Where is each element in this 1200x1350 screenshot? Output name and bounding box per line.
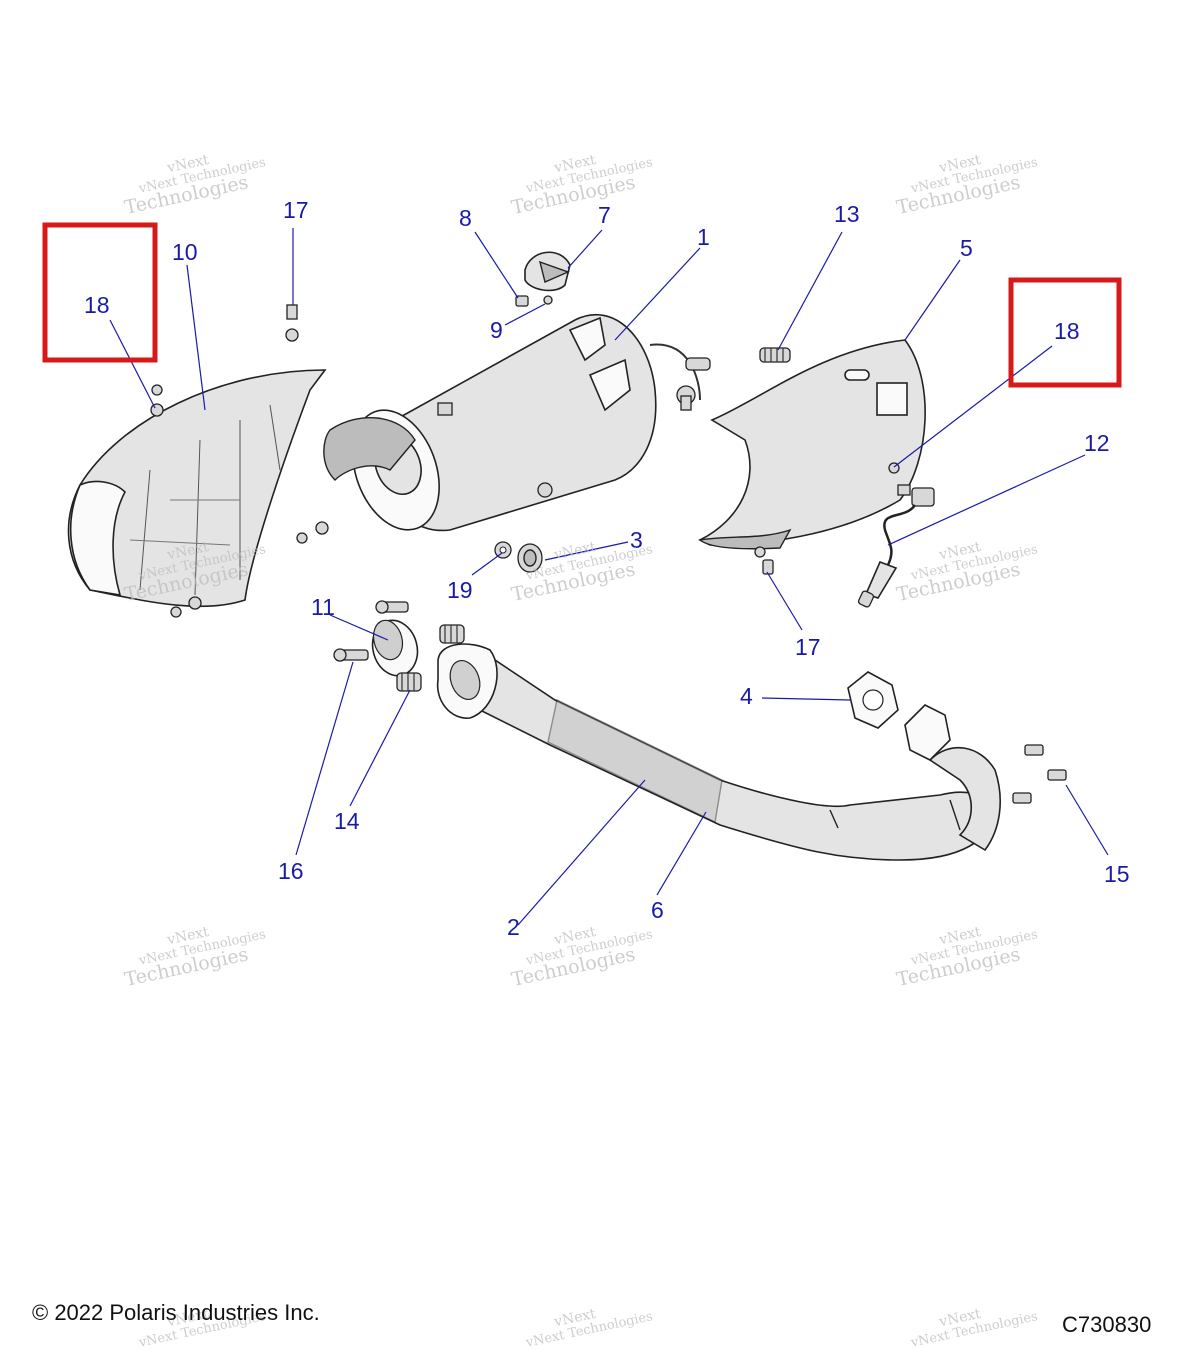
watermark: vNext vNext Technologies Technologies (510, 924, 655, 991)
watermark: vNext vNext Technologies Technologies (895, 539, 1040, 606)
callout-4: 4 (740, 683, 753, 709)
drawing-number: C730830 (1062, 1312, 1152, 1337)
tip-fasteners[interactable] (515, 295, 553, 307)
callout-17-top: 17 (283, 197, 309, 223)
callout-1: 1 (697, 224, 710, 250)
highlight-box-left (42, 222, 158, 363)
callout-6: 6 (651, 897, 664, 923)
clamp-bolts-16[interactable] (333, 600, 409, 662)
header-pipe[interactable] (436, 643, 1001, 861)
callout-labels: 1 2 3 4 5 6 7 8 9 10 11 12 13 14 15 16 1… (84, 197, 1130, 940)
tailpipe-tip[interactable] (524, 251, 571, 292)
watermark: vNext vNext Technologies Technologies (895, 152, 1040, 219)
leader-lines (109, 228, 1109, 926)
callout-7: 7 (598, 202, 611, 228)
heat-shield-left[interactable] (67, 369, 327, 608)
callout-12: 12 (1084, 430, 1110, 456)
callout-5: 5 (960, 235, 973, 261)
callout-3: 3 (630, 527, 643, 553)
callout-14: 14 (334, 808, 360, 834)
washer-19[interactable] (494, 541, 512, 559)
callout-9: 9 (490, 317, 503, 343)
heat-shield-right[interactable] (698, 339, 926, 550)
callout-10: 10 (172, 239, 198, 265)
watermark: vNext vNext Technologies (524, 1306, 654, 1350)
callout-16: 16 (278, 858, 304, 884)
springs-14[interactable] (396, 624, 465, 692)
callout-2: 2 (507, 914, 520, 940)
callout-17-bottom: 17 (795, 634, 821, 660)
grommet-muffler[interactable] (676, 385, 696, 411)
watermark: vNext vNext Technologies Technologies (123, 152, 268, 219)
grommet-3[interactable] (517, 543, 543, 573)
watermark: vNext vNext Technologies Technologies (895, 924, 1040, 991)
bolt-17-lower[interactable] (754, 546, 774, 575)
fastener-group-left[interactable] (150, 304, 329, 618)
gasket-4[interactable] (847, 671, 899, 729)
oxygen-sensor[interactable] (857, 484, 935, 608)
callout-15: 15 (1104, 861, 1130, 887)
callout-13: 13 (834, 201, 860, 227)
watermark: vNext vNext Technologies (909, 1306, 1039, 1350)
spring-upper[interactable] (685, 347, 791, 371)
muffler[interactable] (323, 314, 701, 542)
callout-8: 8 (459, 205, 472, 231)
exhaust-clamp-11[interactable] (367, 615, 424, 680)
callout-18-right: 18 (1054, 318, 1080, 344)
watermark: vNext vNext Technologies Technologies (123, 924, 268, 991)
callout-18-left: 18 (84, 292, 110, 318)
callout-11: 11 (311, 594, 335, 620)
callout-19: 19 (447, 577, 473, 603)
bolts-15[interactable] (1012, 744, 1067, 804)
copyright-text: © 2022 Polaris Industries Inc. (32, 1300, 320, 1325)
watermark: vNext vNext Technologies Technologies (510, 152, 655, 219)
highlight-box-right (1008, 277, 1122, 388)
